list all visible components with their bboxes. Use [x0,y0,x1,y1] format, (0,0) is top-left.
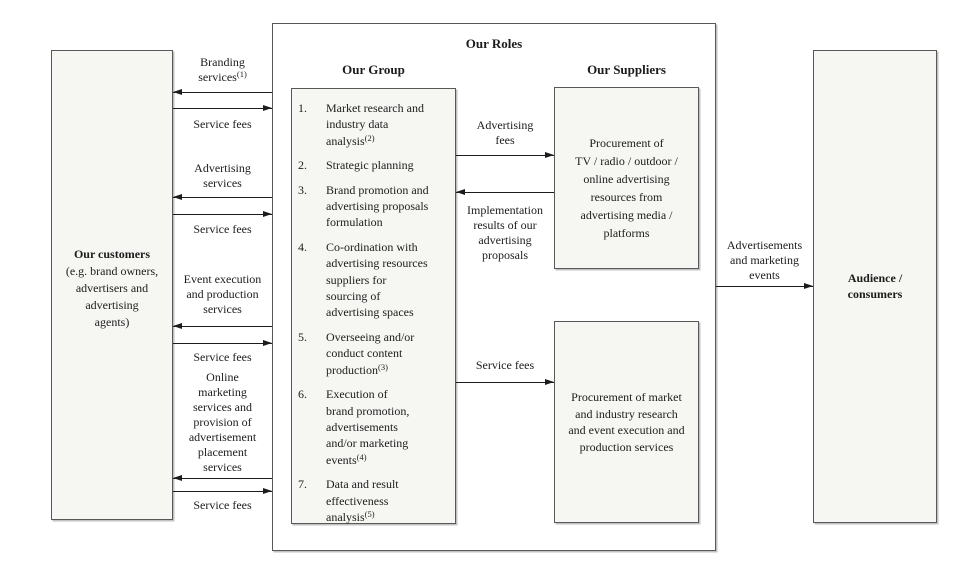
flow-label-service-fees-2: Service fees [193,222,252,236]
item-number: 4. [298,239,307,254]
customers-title: Our customers [73,246,151,261]
flow-label-advertisements-marketing: Advertisements and marketing events [726,238,803,282]
footnote-marker: (1) [236,69,247,79]
item-text: Overseeing and/or conduct content produc… [326,329,450,378]
item-text-body: Data and result effectiveness analysis [326,477,399,524]
flow-label-event-execution: Event execution and production services [183,272,262,316]
item-text: Brand promotion and advertising proposal… [326,182,450,231]
item-text-body: Brand promotion and advertising proposal… [326,182,429,230]
arrow-event-execution-to-customers [173,323,272,329]
arrow-branding-services-to-customers [173,89,272,95]
item-number: 5. [298,329,307,344]
supplier-research-text: Procurement of market and industry resea… [568,390,685,454]
flow-label-online-marketing: Online marketing services and provision … [188,370,257,474]
flow-label-service-fees-3: Service fees [193,350,252,364]
arrow-advertisements-to-audience [716,283,813,289]
footnote-marker: (3) [378,361,388,372]
item-text-body: Strategic planning [326,158,414,173]
arrow-advertising-fees-to-suppliers [456,152,554,158]
flow-label-text: Branding services [198,55,245,84]
item-number: 1. [298,101,307,115]
group-service-item-6: 6. Execution of brand promotion, adverti… [298,386,450,468]
audience-box: Audience / consumers [813,50,937,523]
suppliers-heading: Our Suppliers [587,62,666,77]
item-text: Execution of brand promotion, advertisem… [326,386,450,468]
supplier-media-text: Procurement of TV / radio / outdoor / on… [575,136,678,240]
arrow-service-fees-3-to-roles [173,340,272,346]
group-service-item-4: 4. Co-ordination with advertising resour… [298,239,450,321]
group-service-item-1: 1. Market research and industry data ana… [298,100,450,149]
footnote-marker: (5) [364,508,375,519]
footnote-marker: (2) [364,132,375,143]
flow-label-advertising-fees: Advertising fees [476,118,534,147]
customers-subtitle: (e.g. brand owners, advertisers and adve… [65,263,159,329]
arrow-service-fees-1-to-roles [173,105,272,111]
roles-title: Our Roles [465,36,523,51]
customers-box: Our customers (e.g. brand owners, advert… [51,50,173,520]
group-services-box: 1. Market research and industry data ana… [291,88,456,524]
flow-label-service-fees-5: Service fees [475,358,535,372]
item-text: Co-ordination with advertising resources… [326,239,450,321]
group-service-item-5: 5. Overseeing and/or conduct content pro… [298,329,450,378]
footnote-marker: (4) [356,451,367,462]
audience-title: Audience / consumers [847,271,903,301]
customers-text-block: Our customers (e.g. brand owners, advert… [66,246,158,331]
arrow-implementation-results-to-group [456,189,554,195]
group-service-item-2: 2. Strategic planning [298,157,450,173]
supplier-research-procurement-box: Procurement of market and industry resea… [554,321,699,523]
arrow-service-fees-2-to-roles [173,211,272,217]
group-service-item-3: 3. Brand promotion and advertising propo… [298,182,450,231]
arrow-online-marketing-to-customers [173,475,272,481]
flow-label-branding-services: Branding services(1) [187,55,258,85]
flow-label-service-fees-1: Service fees [193,117,252,131]
item-text-body: Execution of brand promotion, advertisem… [326,387,410,467]
item-text: Market research and industry data analys… [326,100,450,149]
item-text: Data and result effectiveness analysis(5… [326,476,450,525]
flow-label-service-fees-4: Service fees [193,498,252,512]
item-number: 6. [298,387,307,402]
item-number: 7. [298,477,307,492]
arrow-service-fees-4-to-roles [173,488,272,494]
group-service-item-7: 7. Data and result effectiveness analysi… [298,476,450,525]
flow-label-advertising-services: Advertising services [194,161,251,190]
group-heading: Our Group [342,62,405,77]
item-text-body: Market research and industry data analys… [326,101,424,148]
supplier-media-procurement-box: Procurement of TV / radio / outdoor / on… [554,87,699,269]
arrow-advertising-services-to-customers [173,194,272,200]
item-text-body: Co-ordination with advertising resources… [326,239,428,320]
item-number: 2. [298,158,307,173]
arrow-service-fees-5-to-suppliers [456,379,554,385]
item-number: 3. [298,182,307,197]
item-text: Strategic planning [326,157,450,173]
item-text-body: Overseeing and/or conduct content produc… [326,329,415,377]
flow-label-implementation-results: Implementation results of our advertisin… [467,203,543,262]
